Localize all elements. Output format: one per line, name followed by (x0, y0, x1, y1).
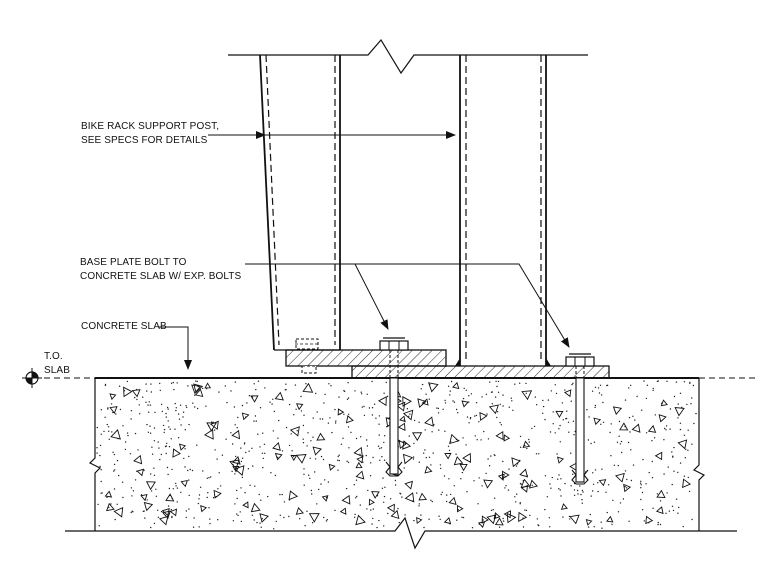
bolt-leader (245, 263, 570, 348)
bolt-nut-right (565, 353, 595, 367)
slab-label: CONCRETE SLAB (81, 321, 167, 332)
slab-leader (159, 326, 192, 370)
bottom-break-line (65, 516, 737, 550)
post-label-line2: SEE SPECS FOR DETAILS (81, 135, 208, 146)
top-of-slab-label-line1: T.O. (44, 351, 63, 362)
expansion-bolt-left (385, 377, 403, 477)
bolt-label-line2: CONCRETE SLAB W/ EXP. BOLTS (80, 271, 242, 282)
expansion-bolt-right (571, 377, 589, 485)
elevation-target-icon (22, 368, 42, 388)
post-leader (208, 131, 456, 139)
right-support-post (455, 55, 551, 366)
lower-base-plate (351, 365, 610, 379)
post-label-line1: BIKE RACK SUPPORT POST, (81, 121, 220, 132)
upper-base-plate (285, 338, 447, 374)
bolt-shank-hidden-lines (389, 350, 585, 378)
bolt-label-line1: BASE PLATE BOLT TO (80, 257, 187, 268)
left-support-post (259, 54, 341, 351)
top-break-line (228, 38, 588, 75)
bolt-nut-left (379, 337, 409, 351)
top-of-slab-label-line2: SLAB (44, 365, 70, 376)
